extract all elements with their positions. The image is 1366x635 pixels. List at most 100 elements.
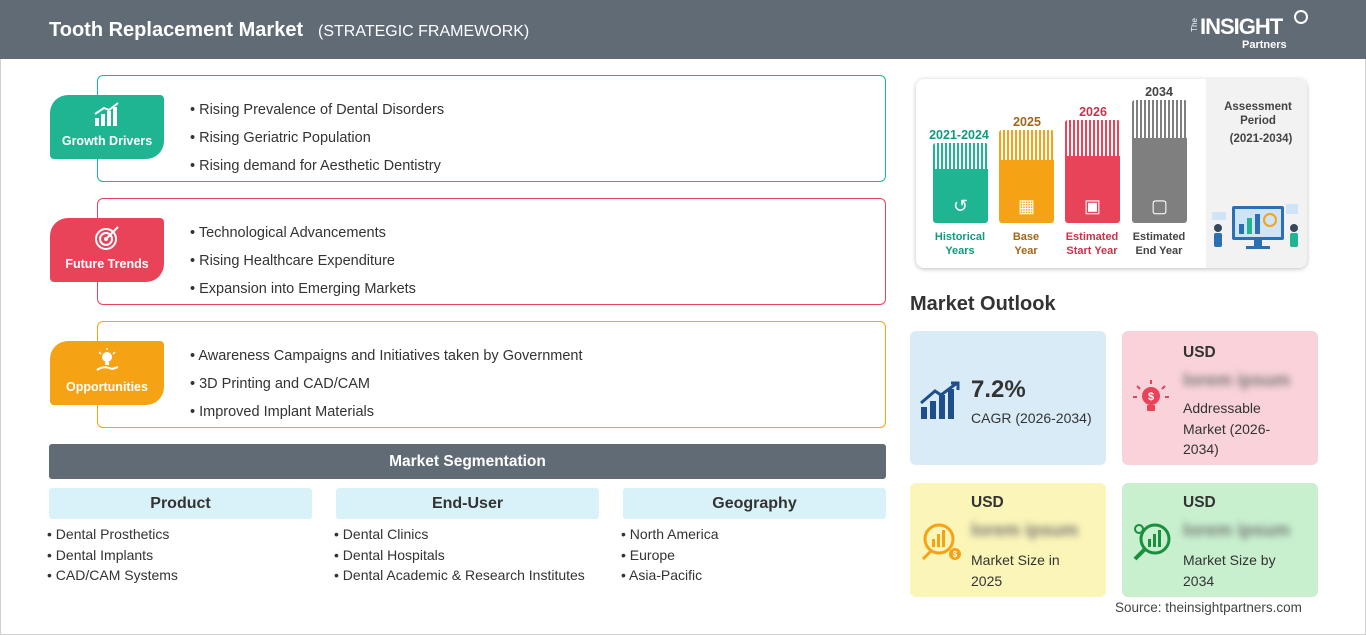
cagr-label: CAGR (2026-2034): [971, 410, 1092, 426]
calendar-icon: ▦: [1017, 196, 1035, 216]
growth-drivers-card: Rising Prevalence of Dental Disorders Ri…: [97, 75, 886, 182]
list-item: Dental Clinics: [334, 524, 585, 545]
list-item: Europe: [621, 545, 719, 566]
label-line: Historical: [934, 231, 986, 243]
list-item: Technological Advancements: [190, 219, 416, 247]
list-item: Rising Prevalence of Dental Disorders: [190, 96, 444, 124]
opportunities-list: Awareness Campaigns and Initiatives take…: [190, 342, 583, 426]
assessment-period: (2021-2034): [1229, 133, 1293, 145]
list-item: Rising Geriatric Population: [190, 124, 444, 152]
page-title: Tooth Replacement Market: [49, 19, 304, 41]
cagr-value: 7.2%: [971, 376, 1026, 403]
svg-text:$: $: [1148, 391, 1154, 403]
label-line: End Year: [1135, 245, 1183, 257]
list-item: 3D Printing and CAD/CAM: [190, 370, 583, 398]
column-end: ▢: [1132, 100, 1187, 223]
column-stripes: [933, 143, 988, 169]
list-item: CAD/CAM Systems: [47, 565, 178, 586]
label-line: Base: [1012, 231, 1040, 243]
segment-list-end-user: Dental Clinics Dental Hospitals Dental A…: [334, 524, 585, 586]
target-icon: [50, 225, 164, 258]
column-historical: ↺: [933, 143, 988, 223]
size-2025-label: Market Size in 2025: [971, 550, 1060, 591]
year-historical: 2021-2024: [929, 128, 989, 142]
source-note: Source: theinsightpartners.com: [1115, 600, 1302, 615]
market-size-2025-box: USD lorem ipsum $ Market Size in 2025: [910, 483, 1106, 597]
market-size-2034-box: USD lorem ipsum Market Size by 2034: [1122, 483, 1318, 597]
list-item: Rising demand for Aesthetic Dentistry: [190, 152, 444, 180]
presentation-icon: ▣: [1083, 196, 1101, 216]
label-line: Start Year: [1066, 245, 1118, 257]
list-item: Dental Hospitals: [334, 545, 585, 566]
future-trends-badge: Future Trends: [50, 218, 164, 282]
market-outlook-title: Market Outlook: [910, 293, 1056, 315]
list-item: North America: [621, 524, 719, 545]
magnifier-chart-icon: [1131, 521, 1175, 569]
segment-list-geography: North America Europe Asia-Pacific: [621, 524, 719, 586]
growth-drivers-list: Rising Prevalence of Dental Disorders Ri…: [190, 96, 444, 180]
monitor-icon: ▢: [1150, 196, 1168, 216]
year-start: 2026: [1079, 105, 1107, 119]
segment-list-product: Dental Prosthetics Dental Implants CAD/C…: [47, 524, 178, 586]
label-line: 2034: [1183, 572, 1215, 589]
list-item: Dental Academic & Research Institutes: [334, 565, 585, 586]
label-line: Market (2026-: [1183, 420, 1271, 437]
addressable-market-box: USD lorem ipsum $ Addressable Market (20…: [1122, 331, 1318, 465]
growth-chart-icon: [50, 102, 164, 135]
label-line: Market Size in: [971, 552, 1060, 568]
coin-chart-icon: $: [919, 521, 963, 569]
label-end: Estimated End Year: [1119, 230, 1199, 258]
logo-insight: INSIGHT: [1200, 14, 1283, 39]
label-line: 2034): [1183, 441, 1219, 457]
growth-drivers-badge: Growth Drivers: [50, 95, 164, 159]
label-base: Base Year: [986, 230, 1066, 258]
insight-partners-logo: The INSIGHT Partners: [1190, 10, 1310, 54]
size-2034-value: lorem ipsum: [1183, 520, 1291, 540]
analyst-illustration-icon: [1210, 198, 1302, 261]
label-line: Addressable: [1183, 400, 1261, 416]
label-line: Estimated: [1065, 231, 1119, 243]
label-line: Years: [945, 245, 975, 257]
label-line: Year: [1014, 245, 1038, 257]
column-stripes: [999, 130, 1054, 160]
list-item: Dental Implants: [47, 545, 178, 566]
addressable-value: lorem ipsum: [1183, 370, 1291, 390]
cagr-box: 7.2% CAGR (2026-2034): [910, 331, 1106, 465]
header-bar: Tooth Replacement Market (STRATEGIC FRAM…: [0, 0, 1366, 59]
segment-heading-product: Product: [49, 488, 312, 519]
size-2025-currency: USD: [971, 494, 1004, 511]
list-item: Expansion into Emerging Markets: [190, 275, 416, 303]
size-2025-value: lorem ipsum: [971, 520, 1079, 540]
addressable-label: Addressable Market (2026- 2034): [1183, 398, 1270, 460]
future-trends-card: Technological Advancements Rising Health…: [97, 198, 886, 305]
assessment-title: Assessment Period: [1224, 101, 1292, 127]
list-item: Rising Healthcare Expenditure: [190, 247, 416, 275]
logo-circle-icon: [1294, 10, 1308, 24]
label-historical: Historical Years: [920, 230, 1000, 258]
growth-bars-icon: [919, 381, 963, 427]
label-line: 2025: [971, 572, 1003, 589]
svg-text:$: $: [953, 550, 958, 559]
list-item: Asia-Pacific: [621, 565, 719, 586]
logo-the: The: [1190, 18, 1199, 32]
list-item: Improved Implant Materials: [190, 398, 583, 426]
opportunities-card: Awareness Campaigns and Initiatives take…: [97, 321, 886, 428]
size-2034-currency: USD: [1183, 494, 1216, 511]
history-icon: ↺: [952, 196, 969, 216]
column-base: ▦: [999, 130, 1054, 223]
growth-drivers-label: Growth Drivers: [61, 134, 153, 148]
future-trends-list: Technological Advancements Rising Health…: [190, 219, 416, 303]
addressable-currency: USD: [1183, 344, 1216, 361]
opportunities-badge: Opportunities: [50, 341, 164, 405]
lightbulb-hand-icon: [50, 348, 164, 381]
logo-partners: Partners: [1242, 39, 1287, 51]
page-subtitle: (STRATEGIC FRAMEWORK): [318, 23, 530, 40]
opportunities-label: Opportunities: [66, 380, 148, 394]
column-stripes: [1132, 100, 1187, 138]
label-start: Estimated Start Year: [1052, 230, 1132, 258]
segmentation-title: Market Segmentation: [49, 444, 886, 479]
label-line: Estimated: [1132, 231, 1186, 243]
label-line: Market Size by: [1183, 552, 1276, 568]
list-item: Awareness Campaigns and Initiatives take…: [190, 342, 582, 370]
column-start: ▣: [1065, 120, 1120, 223]
